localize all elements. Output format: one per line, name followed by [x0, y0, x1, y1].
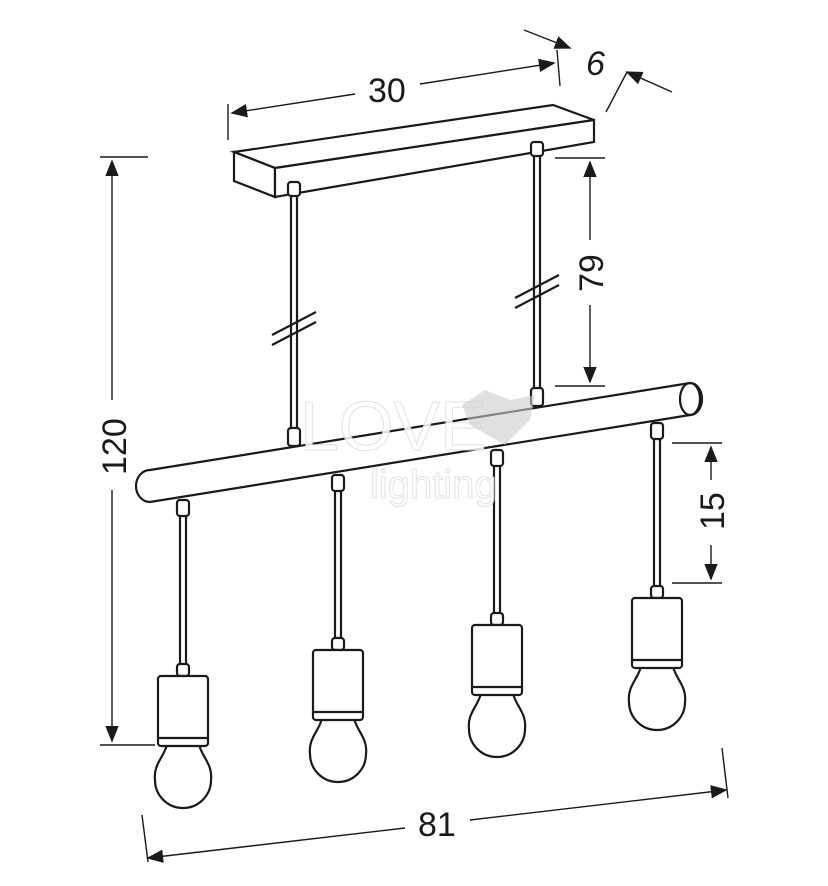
- lamp-socket: [630, 596, 684, 670]
- pendant-3: [467, 448, 527, 759]
- pendant-2: [308, 473, 368, 784]
- label-79: 79: [573, 254, 611, 292]
- ceiling-canopy: [229, 103, 596, 199]
- dimension-pendant-drop: 15: [672, 442, 732, 584]
- pendant-4: [627, 421, 687, 732]
- label-15: 15: [694, 492, 732, 530]
- label-120: 120: [96, 418, 134, 475]
- lamp-socket: [156, 674, 210, 748]
- dimension-total-height: 120: [96, 156, 155, 746]
- lamp-bar: [134, 381, 704, 504]
- label-81: 81: [418, 806, 456, 844]
- dimension-canopy-depth: 6: [523, 29, 673, 113]
- dimension-suspension: 79: [555, 157, 611, 387]
- label-30: 30: [368, 72, 406, 110]
- label-6: 6: [586, 45, 605, 83]
- svg-text:lighting: lighting: [370, 463, 497, 507]
- pendant-1: [153, 498, 213, 810]
- svg-text:LOVE: LOVE: [300, 387, 487, 465]
- watermark-logo: LOVE lighting: [300, 387, 535, 508]
- pendants: [153, 421, 687, 810]
- lamp-socket: [470, 623, 524, 697]
- bulb-icon: [467, 691, 527, 759]
- lamp-socket: [311, 648, 365, 722]
- dimension-canopy-length: 30: [227, 49, 561, 140]
- dimension-total-width: 81: [141, 747, 729, 863]
- bulb-icon: [308, 716, 368, 784]
- bulb-icon: [627, 664, 687, 732]
- bulb-icon: [153, 742, 213, 810]
